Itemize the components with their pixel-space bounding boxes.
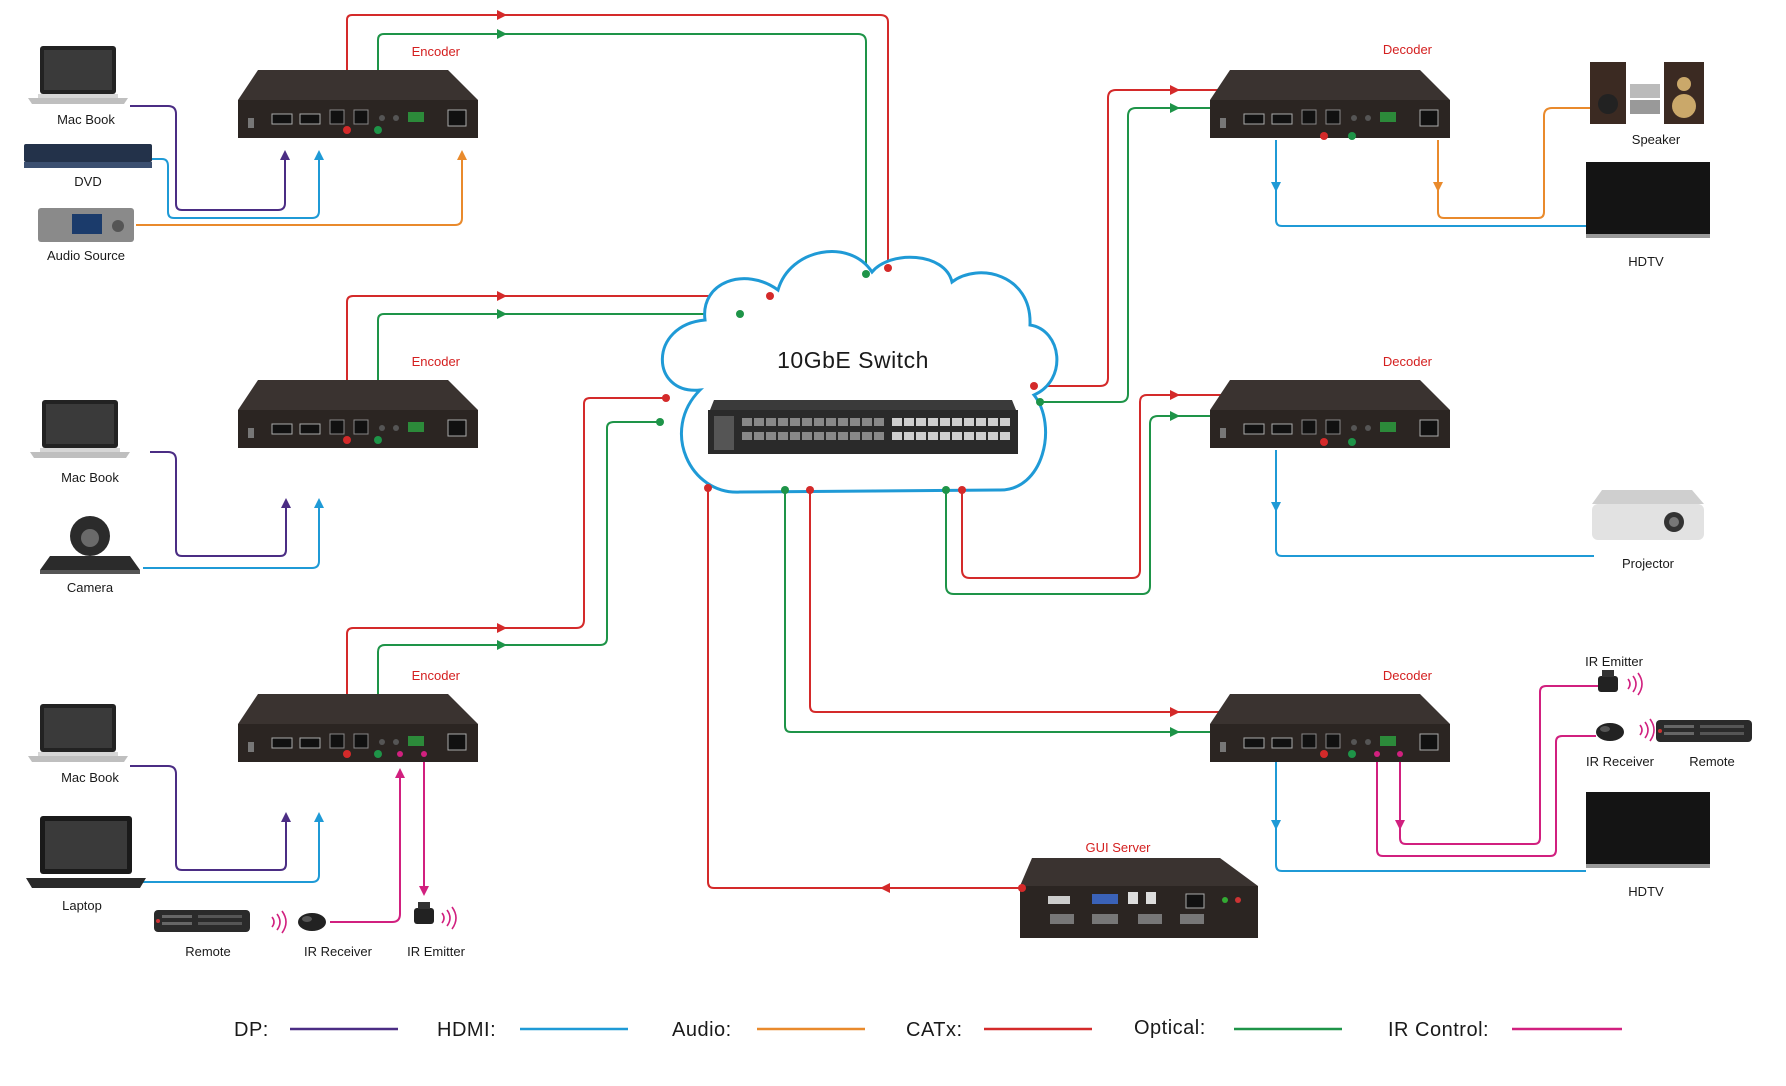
legend-item-optical: Optical: <box>1134 1017 1342 1039</box>
optical-line-encoder3 <box>377 421 660 744</box>
hdtv-1: HDTV <box>1586 162 1710 269</box>
hdmi-line-projector <box>1275 450 1594 557</box>
hdtv-1-label: HDTV <box>1628 254 1664 269</box>
dp-line-macbook3 <box>130 765 291 871</box>
ir-receiver-decoder3: IR Receiver <box>1586 723 1655 769</box>
macbook-2: Mac Book <box>30 400 130 485</box>
dvd-label: DVD <box>74 174 101 189</box>
encoder-1: Encoder <box>237 44 479 139</box>
dp-line-macbook1 <box>130 105 290 211</box>
ir-receiver-encoder3: IR Receiver <box>298 913 373 959</box>
speaker-label: Speaker <box>1632 132 1681 147</box>
audio-line-speaker <box>1437 107 1593 219</box>
decoder-port-dots <box>1320 132 1403 758</box>
macbook-2-label: Mac Book <box>61 470 119 485</box>
optical-line-encoder1 <box>377 33 867 272</box>
catx-line-encoder1 <box>346 14 889 266</box>
optical-line-encoder2 <box>377 313 740 430</box>
remote-encoder3: Remote <box>154 910 287 959</box>
ir-emitter-decoder3: IR Emitter <box>1585 654 1644 696</box>
legend-item-ir-control: IR Control: <box>1388 1019 1622 1041</box>
macbook-1-label: Mac Book <box>57 112 115 127</box>
network-switch <box>708 400 1018 454</box>
laptop-label: Laptop <box>62 898 102 913</box>
hdtv-2-label: HDTV <box>1628 884 1664 899</box>
gui-server-port-dot <box>1018 884 1026 892</box>
hdmi-line-camera <box>143 498 324 569</box>
catx-line-encoder3 <box>346 397 666 744</box>
ir-receiver-encoder3-label: IR Receiver <box>304 944 373 959</box>
speaker: Speaker <box>1590 62 1704 147</box>
encoder-port-dots <box>343 126 427 758</box>
catx-line-encoder2 <box>346 295 770 430</box>
ir-receiver-decoder3-label: IR Receiver <box>1586 754 1655 769</box>
audio-source-label: Audio Source <box>47 248 125 263</box>
catx-line-gui-server <box>707 488 1022 889</box>
decoder-3-title: Decoder <box>1383 668 1433 683</box>
encoder-2-title: Encoder <box>412 354 461 369</box>
decoder-2-title: Decoder <box>1383 354 1433 369</box>
legend-label-catx: CATx: <box>906 1019 963 1041</box>
legend-label-ir-control: IR Control: <box>1388 1019 1489 1041</box>
dvd-player: DVD <box>24 144 152 189</box>
encoder-1-title: Encoder <box>412 44 461 59</box>
ir-line-receiver <box>330 768 405 923</box>
legend-item-catx: CATx: <box>906 1019 1092 1041</box>
encoder-3: Encoder <box>237 668 479 763</box>
decoder-1-title: Decoder <box>1383 42 1433 57</box>
audio-source: Audio Source <box>38 208 134 263</box>
ir-line-decoder-emitter <box>1399 685 1598 845</box>
decoder-2: Decoder <box>1209 354 1451 449</box>
legend-item-dp: DP: <box>234 1019 398 1041</box>
legend-item-hdmi: HDMI: <box>437 1019 628 1041</box>
projector-label: Projector <box>1622 556 1675 571</box>
ir-emitter-decoder3-label: IR Emitter <box>1585 654 1643 669</box>
camera: Camera <box>40 516 140 595</box>
remote-decoder3: Remote <box>1639 718 1752 769</box>
legend-label-audio: Audio: <box>672 1019 732 1041</box>
macbook-1: Mac Book <box>28 46 128 127</box>
laptop: Laptop <box>26 816 146 913</box>
switch-title: 10GbE Switch <box>777 347 929 373</box>
audio-line-source <box>136 150 467 226</box>
gui-server: GUI Server <box>1020 840 1258 938</box>
encoder-2: Encoder <box>237 354 479 449</box>
legend-label-hdmi: HDMI: <box>437 1019 496 1041</box>
legend-label-dp: DP: <box>234 1019 269 1041</box>
connection-dots <box>656 264 1044 494</box>
macbook-3-label: Mac Book <box>61 770 119 785</box>
network-cloud: 10GbE Switch <box>660 250 1059 494</box>
camera-label: Camera <box>67 580 114 595</box>
legend-label-optical: Optical: <box>1134 1017 1206 1039</box>
legend: DP: HDMI: Audio: CATx: Optical: IR Contr… <box>234 1017 1622 1041</box>
hdmi-line-dvd <box>152 150 324 219</box>
remote-encoder3-label: Remote <box>185 944 231 959</box>
hdmi-line-hdtv2 <box>1275 760 1586 872</box>
hdmi-line-hdtv1 <box>1275 140 1586 227</box>
encoder-3-title: Encoder <box>412 668 461 683</box>
ir-emitter-encoder3-label: IR Emitter <box>407 944 465 959</box>
legend-item-audio: Audio: <box>672 1019 865 1041</box>
remote-decoder3-label: Remote <box>1689 754 1735 769</box>
decoder-1: Decoder <box>1209 42 1451 139</box>
ir-line-decoder-receiver <box>1376 735 1596 857</box>
optical-line-decoder1 <box>1040 107 1357 403</box>
projector: Projector <box>1592 490 1704 571</box>
gui-server-title: GUI Server <box>1085 840 1151 855</box>
ir-emitter-encoder3: IR Emitter <box>407 902 466 959</box>
decoder-3: Decoder <box>1209 668 1451 763</box>
dp-line-macbook2 <box>150 451 291 557</box>
hdmi-line-laptop <box>140 812 324 883</box>
hdtv-2: HDTV <box>1586 792 1710 899</box>
macbook-3: Mac Book <box>28 704 128 785</box>
